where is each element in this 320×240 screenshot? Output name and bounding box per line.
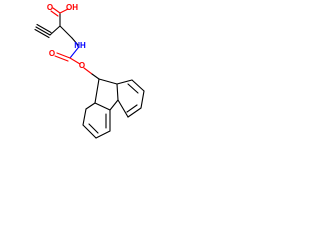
bond-carbamate-ester-oxygen [69, 57, 81, 65]
bond-ch2-fluorenyl-c9 [91, 73, 100, 80]
atom-label-carbonyl-oxygen: O [47, 3, 53, 12]
bond-carbamate-carbon-oxygen-double-1 [56, 52, 71, 59]
bond-carbamate-carbon-oxygen-double-2 [54, 55, 69, 62]
bond-carbonyl-double-2 [50, 10, 59, 17]
fluorene-left-benzene-ring [82, 102, 111, 139]
atom-label-carbamate-oxygen: O [49, 49, 55, 58]
fmoc-propargylglycine-structure: O OH NH O O [34, 3, 145, 139]
atom-label-carboxyl-oh: OH [66, 3, 78, 12]
bond-carbonyl-double-1 [52, 7, 61, 14]
bond-propargyl-ch2 [49, 25, 61, 36]
bond-carboxyl-oh [59, 8, 69, 14]
atom-label-amine-nh: NH [74, 41, 86, 50]
bond-ch2-alpha [59, 25, 73, 39]
atom-label-ester-oxygen: O [79, 61, 85, 70]
fluorene-right-benzene-ring [116, 79, 145, 118]
bond-ester-oxygen-ch2 [83, 67, 93, 75]
bond-nh-carbamate-carbon [69, 47, 79, 59]
fluorene-five-membered-ring [94, 78, 119, 111]
alkyne-triple-bond [34, 23, 52, 39]
bond-alpha-nh [71, 37, 79, 46]
